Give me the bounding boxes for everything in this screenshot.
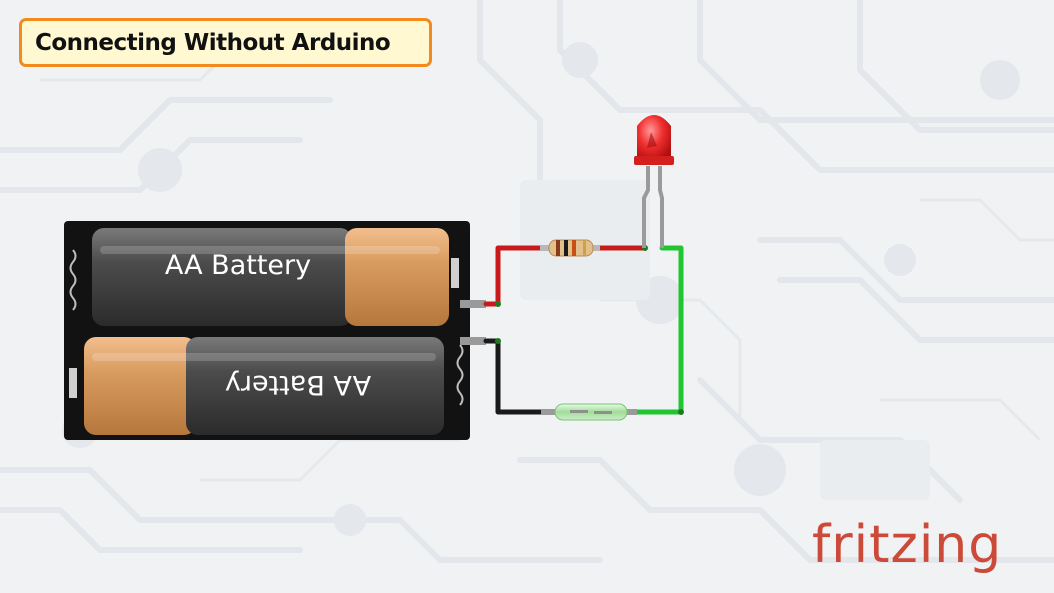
- battery-bottom: AA Battery: [84, 337, 444, 435]
- spring-left: [69, 249, 77, 311]
- wire-red-battery: [483, 245, 548, 307]
- reed-switch: [541, 403, 637, 421]
- wire-green: [629, 245, 684, 415]
- spring-right: [456, 344, 464, 406]
- battery-bottom-label: AA Battery: [225, 369, 371, 400]
- battery-top: AA Battery: [92, 228, 449, 326]
- fritzing-logo: fritzing: [812, 515, 1002, 575]
- terminal-top: [451, 258, 459, 288]
- fritzing-logo-text: fritzing: [812, 515, 1002, 575]
- wire-black: [483, 338, 551, 415]
- red-led: [634, 115, 674, 248]
- terminal-bottom: [69, 368, 77, 398]
- battery-top-label: AA Battery: [165, 250, 311, 281]
- page-title: Connecting Without Arduino: [19, 18, 432, 67]
- resistor: [540, 239, 600, 257]
